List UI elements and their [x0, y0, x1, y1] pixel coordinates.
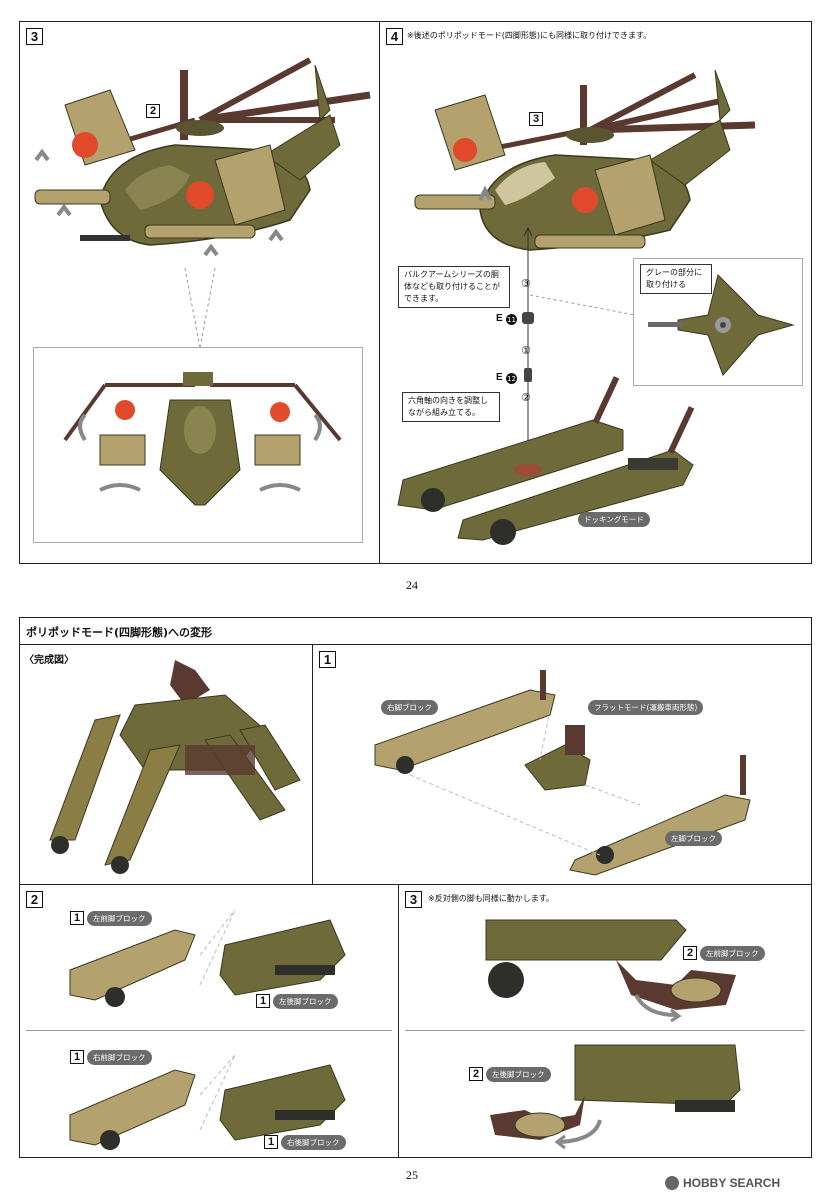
section-title: ポリポッドモード(四脚形態)への変形: [26, 626, 213, 639]
step-number: 4: [386, 28, 403, 45]
inset-leader: [529, 294, 636, 316]
step-number: 2: [26, 891, 43, 908]
completed-label: 〈完成図〉: [24, 655, 74, 666]
step2-row2-legs: [69, 1054, 346, 1150]
step-number: 3: [26, 28, 43, 45]
part-number: 11: [506, 314, 517, 325]
right-front-leg-tag: 右前脚ブロック: [87, 1050, 152, 1065]
part-letter: E: [496, 313, 503, 324]
watermark-logo-icon: [665, 1176, 679, 1190]
step-number: 1: [319, 651, 336, 668]
helicopter-front-view: [63, 372, 342, 506]
order-mark: ①: [521, 344, 531, 357]
order-mark: ②: [521, 391, 531, 404]
step4-note: ※後述のポリポッドモード(四脚形態)にも同様に取り付けできます。: [407, 31, 652, 40]
step4-panel: [379, 21, 812, 564]
sub-step-number: 1: [70, 1050, 84, 1064]
underside-view: [648, 274, 795, 376]
assembly-line: [522, 226, 534, 468]
step2-row1-legs: [69, 909, 346, 1007]
part-number: 12: [506, 373, 517, 384]
flat-mode-tag: フラットモード(運搬車両形態): [588, 700, 704, 715]
watermark-text: HOBBY SEARCH: [683, 1176, 781, 1190]
left-rear-leg-tag: 左後脚ブロック: [486, 1067, 551, 1082]
right-leg-tag: 右脚ブロック: [381, 700, 438, 715]
step2-divider: [26, 1030, 392, 1031]
watermark: HOBBY SEARCH: [665, 1176, 780, 1190]
page-number: 24: [406, 578, 418, 592]
order-mark: ③: [521, 277, 531, 290]
zoom-leader: [184, 267, 216, 349]
step3-panel: [398, 884, 812, 1158]
docking-mode-tag: ドッキングモード: [578, 512, 650, 527]
helicopter-illustration: [34, 57, 371, 257]
step-number: 3: [405, 891, 422, 908]
flat-mode-illustration: [374, 670, 751, 876]
part-callout-number: 2: [146, 104, 160, 118]
gray-part-callout: グレーの部分に取り付ける: [640, 264, 712, 294]
right-rear-leg-tag: 右後脚ブロック: [281, 1135, 346, 1150]
part-callout-number: 3: [529, 112, 543, 126]
step3-note: ※反対側の脚も同様に動かします。: [428, 894, 554, 903]
front-view-inset: [33, 347, 363, 543]
page-number: 25: [406, 1168, 418, 1182]
left-front-leg-tag: 左前脚ブロック: [700, 946, 765, 961]
sub-step-number: 1: [70, 911, 84, 925]
bulk-arm-callout: バルクアームシリーズの胴体なども取り付けることができます。: [398, 266, 510, 308]
gray-part-inset: [633, 258, 803, 386]
sub-step-number: 2: [683, 946, 697, 960]
left-front-leg-tag: 左前脚ブロック: [87, 911, 152, 926]
quad-leg-mech: [49, 660, 301, 874]
docking-vehicle: [397, 376, 695, 545]
step3-divider: [405, 1030, 805, 1031]
left-leg-tag: 左脚ブロック: [665, 831, 722, 846]
sub-step-number: 1: [256, 994, 270, 1008]
step3-rear-leg: [490, 1044, 741, 1150]
part-letter: E: [496, 372, 503, 383]
left-rear-leg-tag: 左後脚ブロック: [273, 994, 338, 1009]
helicopter-illustration: [414, 69, 756, 251]
step3-front-leg: [485, 919, 736, 1023]
sub-step-number: 1: [264, 1135, 278, 1149]
sub-step-number: 2: [469, 1067, 483, 1081]
hex-shaft-callout: 六角軸の向きを調整しながら組み立てる。: [402, 392, 500, 422]
